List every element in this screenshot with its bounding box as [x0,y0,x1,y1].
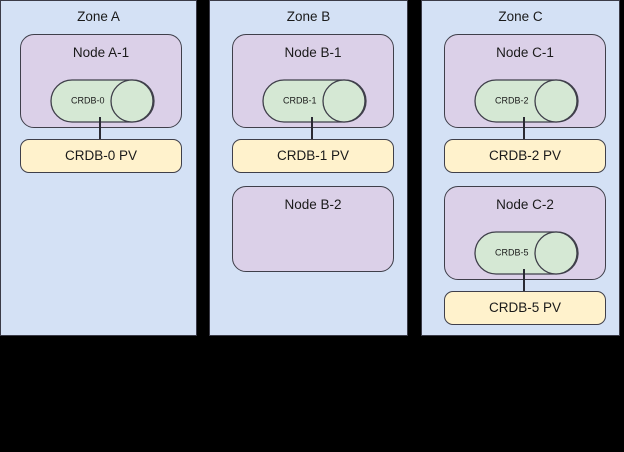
connector-crdb-2 [523,117,525,141]
node-c-2-title: Node C-2 [496,197,554,212]
crdb-1-pod: CRDB-1 [262,79,367,123]
cylinder-shape [50,79,155,123]
crdb-5-pv-label: CRDB-5 PV [488,300,561,315]
zone-c-title: Zone C [498,9,543,24]
node-c-1-title: Node C-1 [496,45,554,60]
zone-b-container: Zone B Node B-1 CRDB-1 CRDB-1 PV Node B-… [209,0,408,336]
crdb-2-pod-label: CRDB-2 [495,95,529,106]
crdb-0-pv-label: CRDB-0 PV [64,148,137,163]
node-b-1-title: Node B-1 [284,45,342,60]
zone-b-title: Zone B [286,9,331,24]
crdb-2-pv: CRDB-2 PV [444,139,606,173]
zone-a-container: Zone A Node A-1 CRDB-0 CRDB-0 PV [0,0,197,336]
node-a-1: Node A-1 CRDB-0 [20,34,182,128]
node-b-2-title: Node B-2 [284,197,342,212]
connector-crdb-5 [523,269,525,293]
cylinder-shape [474,231,579,275]
connector-crdb-1 [311,117,313,141]
crdb-1-pv-label: CRDB-1 PV [276,148,349,163]
connector-crdb-0 [99,117,101,141]
cylinder-shape [474,79,579,123]
crdb-2-pv-label: CRDB-2 PV [488,148,561,163]
crdb-0-pod: CRDB-0 [50,79,155,123]
node-c-2: Node C-2 CRDB-5 [444,186,606,280]
crdb-0-pv: CRDB-0 PV [20,139,182,173]
node-c-1: Node C-1 CRDB-2 [444,34,606,128]
zone-a-title: Zone A [77,9,120,24]
crdb-5-pv: CRDB-5 PV [444,291,606,325]
node-b-2: Node B-2 [232,186,394,272]
cylinder-shape [262,79,367,123]
zone-c-container: Zone C Node C-1 CRDB-2 CRDB-2 PV Node C-… [421,0,620,336]
crdb-5-pod-label: CRDB-5 [495,247,529,258]
crdb-0-pod-label: CRDB-0 [71,95,105,106]
crdb-5-pod: CRDB-5 [474,231,579,275]
crdb-1-pv: CRDB-1 PV [232,139,394,173]
crdb-2-pod: CRDB-2 [474,79,579,123]
node-a-1-title: Node A-1 [72,45,130,60]
node-b-1: Node B-1 CRDB-1 [232,34,394,128]
crdb-1-pod-label: CRDB-1 [283,95,317,106]
